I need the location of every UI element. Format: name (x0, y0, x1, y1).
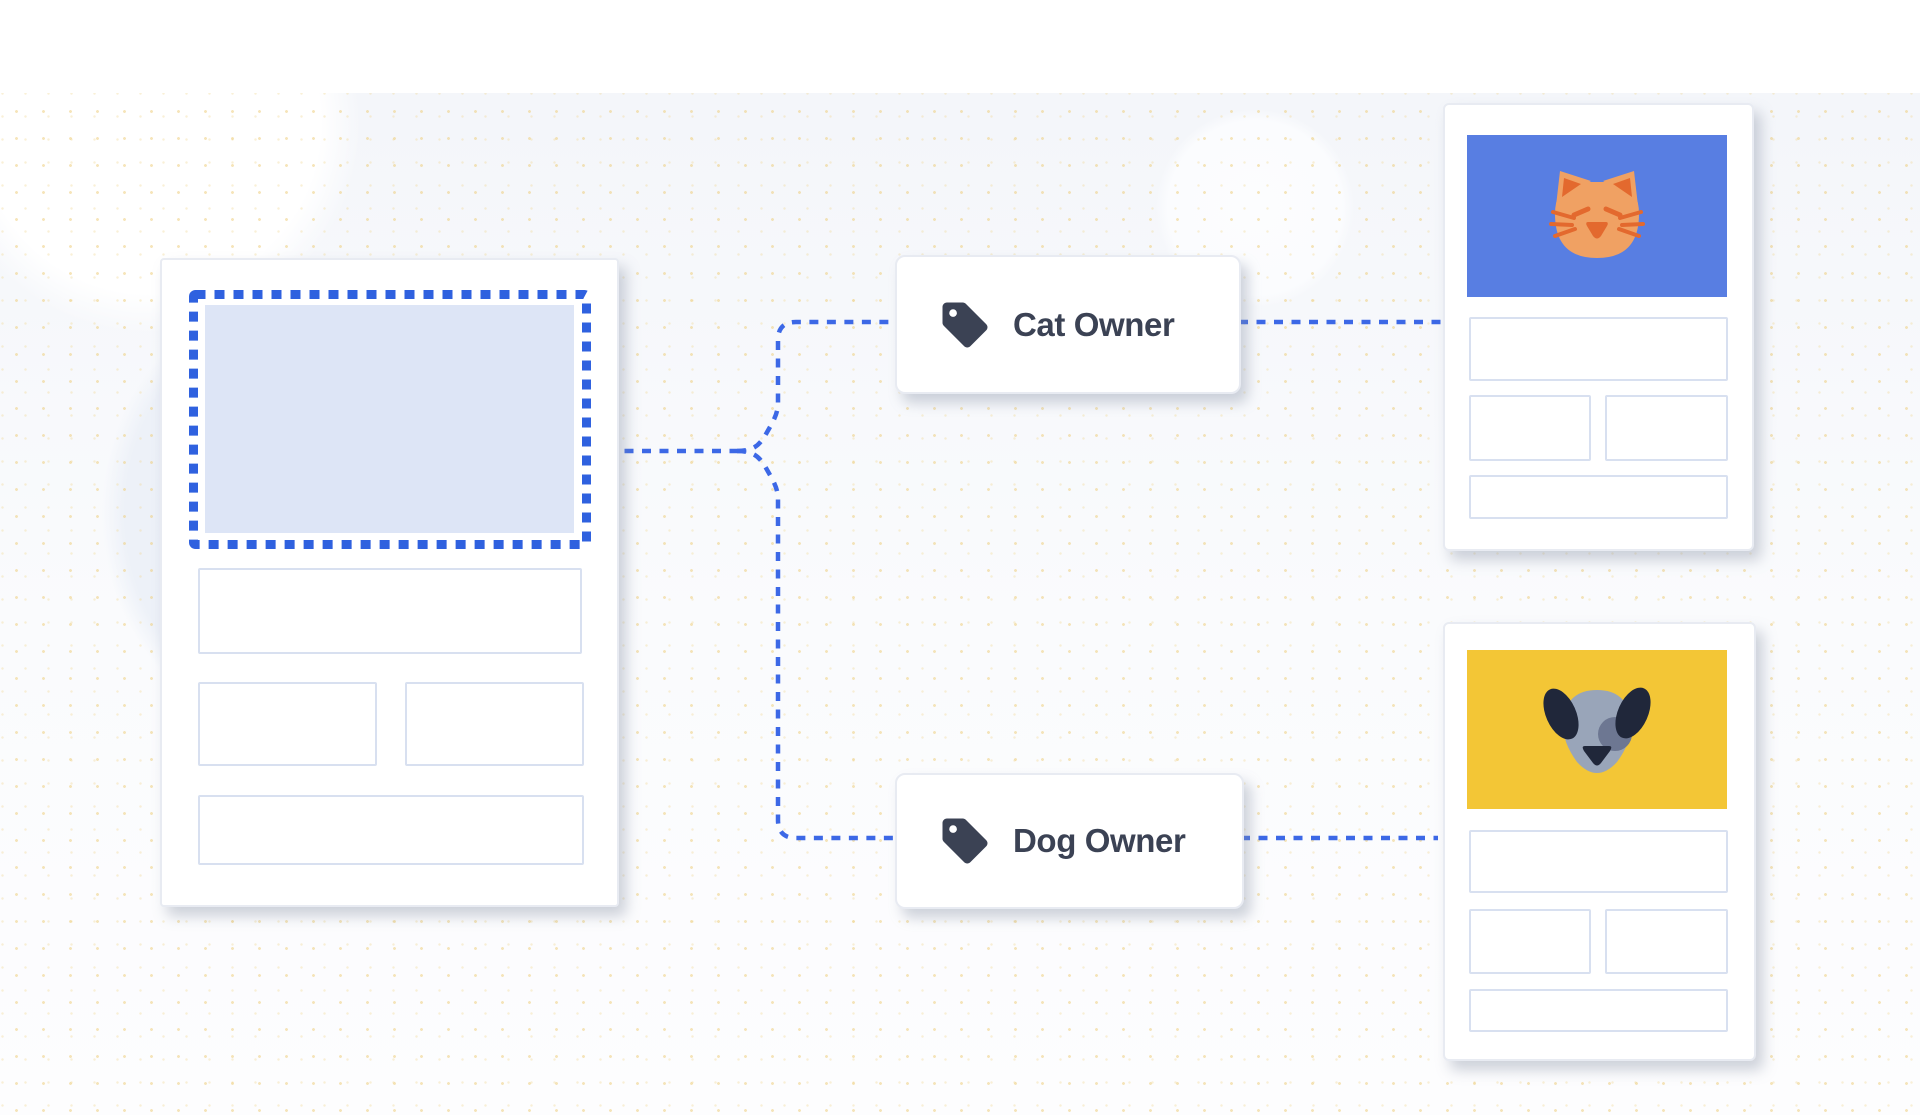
tag-label: Dog Owner (1013, 822, 1186, 859)
form-row-placeholder (198, 795, 584, 865)
profile-card-dog (1443, 622, 1756, 1061)
tag-label: Cat Owner (1013, 305, 1175, 343)
dog-banner (1467, 650, 1727, 809)
tag-icon (942, 302, 988, 347)
card-row-placeholder (1469, 395, 1591, 461)
card-row-placeholder (1469, 830, 1728, 893)
card-row-placeholder (1469, 989, 1728, 1032)
card-row-placeholder (1469, 317, 1728, 381)
card-row-placeholder (1469, 909, 1591, 974)
tag-chip-cat-owner[interactable]: Cat Owner (895, 255, 1241, 394)
tag-icon (942, 818, 988, 864)
form-row-placeholder (198, 682, 377, 766)
selected-block-outline[interactable] (188, 289, 592, 550)
cat-banner (1467, 135, 1727, 297)
selected-block-fill (205, 305, 574, 533)
form-row-placeholder (198, 568, 582, 654)
tag-chip-dog-owner[interactable]: Dog Owner (895, 773, 1244, 909)
card-row-placeholder (1605, 909, 1728, 974)
profile-card-cat (1443, 103, 1754, 551)
cat-icon (1549, 171, 1645, 258)
card-row-placeholder (1605, 395, 1728, 461)
form-row-placeholder (405, 682, 584, 766)
card-row-placeholder (1469, 475, 1728, 519)
dog-icon (1543, 687, 1651, 773)
